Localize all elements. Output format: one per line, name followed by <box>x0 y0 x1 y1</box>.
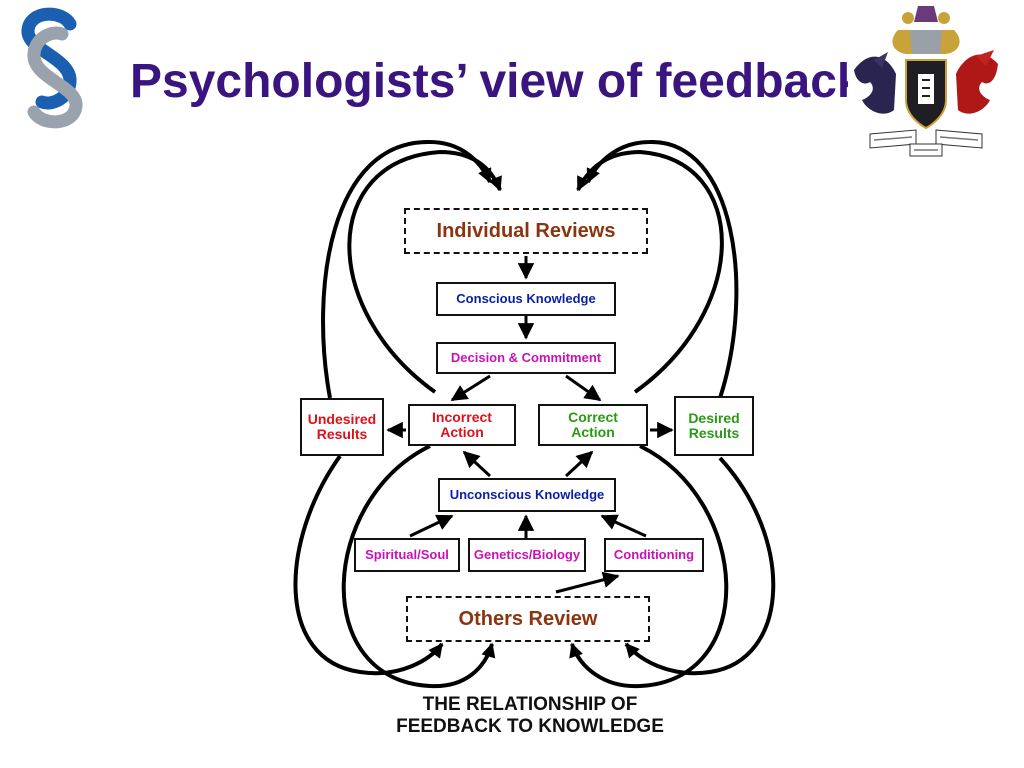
caption-line-1: THE RELATIONSHIP OF <box>422 694 638 715</box>
correct-action-box: Correct Action <box>538 404 648 446</box>
loop-desired-to-individual-arrow <box>586 140 739 399</box>
loop-correct-to-others-arrow <box>569 444 729 689</box>
conditioning-label: Conditioning <box>613 547 695 563</box>
conditioning-box: Conditioning <box>604 538 704 572</box>
undesired-results-box: Undesired Results <box>300 398 384 456</box>
conscious-knowledge-label: Conscious Knowledge <box>456 291 596 307</box>
loop-undesired-to-individual-arrow <box>321 140 492 399</box>
unconscious-knowledge-box: Unconscious Knowledge <box>438 478 616 512</box>
arrow-unconscious-to-correct <box>564 450 594 478</box>
arrow-spiritual-to-unconscious <box>409 514 454 538</box>
correct-action-label-2: Action <box>571 424 615 440</box>
undesired-results-label-2: Results <box>316 426 368 442</box>
conscious-knowledge-box: Conscious Knowledge <box>436 282 616 316</box>
others-review-label: Others Review <box>458 607 598 630</box>
decision-commitment-box: Decision & Commitment <box>436 342 616 374</box>
spiritual-soul-box: Spiritual/Soul <box>354 538 460 572</box>
unconscious-knowledge-label: Unconscious Knowledge <box>449 487 605 503</box>
genetics-biology-box: Genetics/Biology <box>468 538 586 572</box>
arrow-conditioning-to-unconscious <box>600 514 647 538</box>
genetics-biology-label: Genetics/Biology <box>473 547 581 563</box>
correct-action-label-1: Correct <box>568 409 618 426</box>
feedback-knowledge-diagram: Individual Reviews Conscious Knowledge D… <box>280 140 800 750</box>
decision-commitment-label: Decision & Commitment <box>450 350 602 366</box>
coat-of-arms-icon <box>848 0 1004 162</box>
loop-undesired-to-others-arrow <box>293 454 444 676</box>
loop-desired-to-others-arrow <box>624 456 776 676</box>
incorrect-action-box: Incorrect Action <box>408 404 516 446</box>
desired-results-label-2: Results <box>688 425 740 441</box>
others-review-box: Others Review <box>406 596 650 642</box>
incorrect-action-label-1: Incorrect <box>432 409 492 426</box>
section-sign-logo-icon <box>12 4 90 132</box>
arrow-unconscious-to-incorrect <box>462 450 492 478</box>
diagram-caption: THE RELATIONSHIP OF FEEDBACK TO KNOWLEDG… <box>360 694 700 738</box>
incorrect-action-label-2: Action <box>440 424 484 440</box>
spiritual-soul-label: Spiritual/Soul <box>365 547 449 563</box>
caption-line-2: FEEDBACK TO KNOWLEDGE <box>396 716 664 737</box>
arrow-decision-to-correct <box>565 374 602 402</box>
individual-reviews-box: Individual Reviews <box>404 208 648 254</box>
diagram-arrows <box>293 140 776 689</box>
page-title: Psychologists’ view of feedback <box>130 55 864 108</box>
individual-reviews-label: Individual Reviews <box>436 219 616 242</box>
arrow-others-to-conditioning <box>555 571 620 594</box>
desired-results-label-1: Desired <box>688 410 740 427</box>
loop-incorrect-to-others-arrow <box>341 444 496 689</box>
arrow-decision-to-incorrect <box>450 374 491 402</box>
desired-results-box: Desired Results <box>674 396 754 456</box>
undesired-results-label-1: Undesired <box>307 411 377 428</box>
